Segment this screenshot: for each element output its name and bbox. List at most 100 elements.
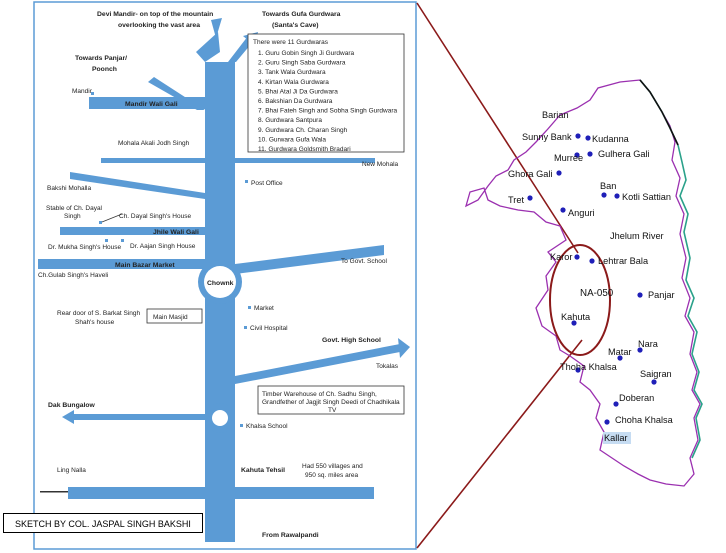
ban-label: Ban <box>600 181 616 191</box>
jhile-wali-gali-road <box>60 227 205 235</box>
na-050-label: NA-050 <box>580 288 614 299</box>
road-to-devi-mandir <box>196 32 220 62</box>
kudanna-marker <box>585 135 591 141</box>
main-masjid-label: Main Masjid <box>153 314 188 321</box>
mukha-house-marker <box>105 239 108 242</box>
jhelum-river-label: Jhelum River <box>610 231 664 241</box>
stable-label-2: Singh <box>64 213 81 220</box>
place-labels: Barian Sunny Bank Kudanna Murree Gulhera… <box>508 110 675 443</box>
bakshi-mohalla-road <box>70 172 205 199</box>
road-to-govt-school <box>235 245 384 274</box>
karor-label: Karor <box>550 252 572 262</box>
kallar-highlight <box>603 432 631 444</box>
gurdwara-box <box>247 33 405 153</box>
gufa-gurdwara-label-2: (Santa's Cave) <box>272 22 319 29</box>
main-bazar-label: Main Bazar Market <box>115 262 175 269</box>
timber-warehouse-line-1: Timber Warehouse of Ch. Sadhu Singh, <box>262 391 377 398</box>
kahuta-marker <box>571 320 577 326</box>
civil-hospital-marker <box>244 326 247 329</box>
market-marker <box>248 306 251 309</box>
chownk-label: Chownk <box>207 280 234 287</box>
panjar-label: Panjar <box>648 290 675 300</box>
panjar-label-2: Poonch <box>92 66 117 73</box>
stable-marker <box>99 221 102 224</box>
map-panel: Barian Sunny Bank Kudanna Murree Gulhera… <box>464 79 703 487</box>
chownk-inner <box>204 266 236 298</box>
arrow-dak-bungalow <box>62 410 74 424</box>
mandir-marker <box>91 92 94 95</box>
nara-marker <box>637 347 643 353</box>
gulab-haveli-label: Ch.Gulab Singh's Haveli <box>38 272 108 279</box>
mohala-akali-label: Mohala Akali Jodh Singh <box>118 140 190 147</box>
khalsa-school-marker <box>240 424 243 427</box>
to-govt-school-label: To Govt. School <box>341 258 387 265</box>
saigran-label: Saigran <box>640 369 672 379</box>
karor-marker <box>574 254 580 260</box>
mandir-wali-gali-road <box>89 97 205 109</box>
panjar-label: Towards Panjar/ <box>75 55 127 62</box>
jhile-wali-gali-label: Jhile Wali Gali <box>153 229 199 236</box>
stable-label: Stable of Ch. Dayal <box>46 205 103 212</box>
lehtrar-bala-label: Lehtrar Bala <box>598 256 649 266</box>
gurdwara-item: 11. Gurdwara Goldsmith Bradari <box>258 146 351 153</box>
villages-label: Had 550 villages and <box>302 463 363 470</box>
rear-door-label-2: Shah's house <box>75 319 115 326</box>
gurdwara-item: 10. Gurwara Gufa Wala <box>258 136 326 143</box>
doberan-marker <box>613 401 619 407</box>
gurdwara-item: 8. Gurdwara Santpura <box>258 117 322 124</box>
khalsa-school-label: Khalsa School <box>246 423 288 430</box>
road-to-dak-bungalow <box>72 414 205 420</box>
ghora-gali-marker <box>556 170 562 176</box>
anguri-label: Anguri <box>568 208 595 218</box>
na-050-highlight <box>549 244 611 356</box>
gurdwara-item: 5. Bhai Atal Ji Da Gurdwara <box>258 88 338 95</box>
area-label: 950 sq. miles area <box>305 472 358 479</box>
devi-mandir-label: Devi Mandir- on top of the mountain <box>97 11 213 18</box>
zoom-line-bottom <box>416 339 583 549</box>
sunny-bank-marker <box>575 133 581 139</box>
main-masjid-box <box>146 308 203 324</box>
timber-warehouse-box <box>257 385 405 415</box>
anguri-marker <box>560 207 566 213</box>
lehtrar-bala-marker <box>589 258 595 264</box>
doberan-label: Doberan <box>619 393 654 403</box>
new-mohala-road <box>235 158 375 163</box>
kallar-label: Kallar <box>604 433 628 443</box>
gulhera-gali-marker <box>587 151 593 157</box>
arrow-govt-high-school <box>398 338 410 358</box>
sketch-caption: SKETCH BY COL. JASPAL SINGH BAKSHI <box>3 513 203 533</box>
gurdwara-item: 9. Gurdwara Ch. Charan Singh <box>258 127 348 134</box>
murree-marker <box>574 152 580 158</box>
gurdwara-item: 2. Guru Singh Saba Gurdwara <box>258 60 346 67</box>
ling-nalla-label: Ling Nalla <box>57 467 86 474</box>
tret-marker <box>527 195 533 201</box>
main-bazar-road <box>38 259 205 269</box>
dayal-house-label: Ch. Dayal Singh's House <box>119 213 191 220</box>
khalsa-inner <box>212 410 228 426</box>
place-markers <box>527 133 657 425</box>
post-office-marker <box>245 180 248 183</box>
dak-bungalow-label: Dak Bungalow <box>48 402 96 409</box>
aajan-house-marker <box>121 239 124 242</box>
saigran-marker <box>651 379 657 385</box>
kudanna-label: Kudanna <box>592 134 630 144</box>
matar-marker <box>617 355 623 361</box>
gufa-gurdwara-label: Towards Gufa Gurdwara <box>262 11 341 18</box>
arrow-devi-mandir <box>211 18 222 38</box>
tret-label: Tret <box>508 195 524 205</box>
aajan-house-label: Dr. Aajan Singh House <box>130 243 196 250</box>
district-boundary <box>464 79 701 487</box>
ling-nalla-line <box>40 491 68 493</box>
dayal-house-pointer <box>101 213 123 223</box>
barian-label: Barian <box>542 110 569 120</box>
gurdwara-item: 3. Tank Wala Gurdwara <box>258 69 326 76</box>
mohala-akali-road <box>101 158 205 163</box>
ghora-gali-label: Ghora Gali <box>508 169 552 179</box>
timber-warehouse-line-2: Grandfether of Jagjit Singh Deedi of Cha… <box>262 399 400 406</box>
gurdwara-box-title: There were 11 Gurdwaras <box>253 39 329 46</box>
thoha-khalsa-marker <box>575 367 581 373</box>
post-office-label: Post Office <box>251 180 283 187</box>
gulab-haveli-marker <box>49 266 52 269</box>
zoom-line-top <box>416 2 579 254</box>
